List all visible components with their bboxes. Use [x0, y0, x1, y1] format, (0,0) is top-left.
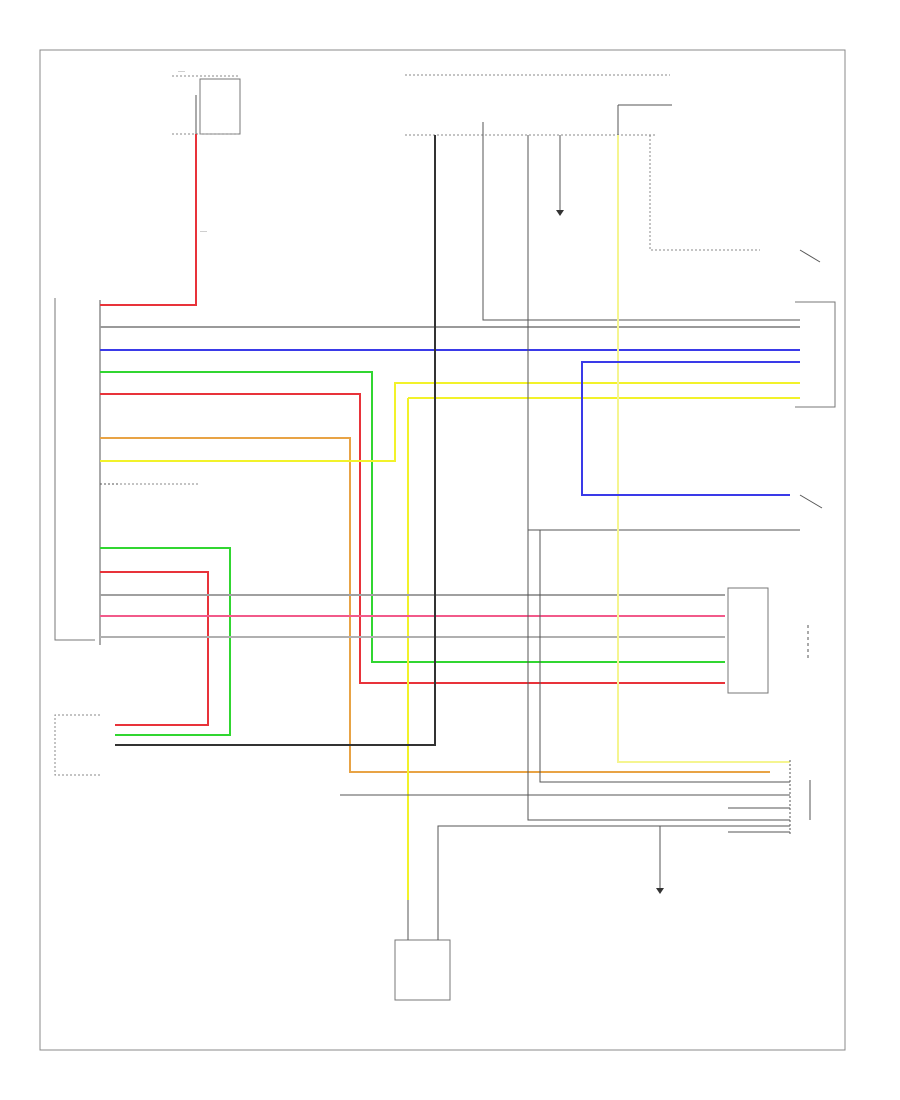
- wire-red-3: [100, 571, 209, 726]
- bottom-center-module: [394, 900, 451, 1001]
- wire-green-1: [100, 371, 725, 663]
- fuse-note-text: ——: [200, 229, 208, 233]
- wire-gray-vertical: [482, 135, 800, 821]
- bottom-right-connector: [340, 760, 811, 900]
- svg-text:——: ——: [178, 69, 186, 73]
- wire-red-power: [100, 134, 197, 306]
- fuse-top-right: [405, 74, 672, 136]
- diagram-border: [39, 49, 846, 1051]
- main-left-ecu: [54, 298, 101, 645]
- wire-yellow-vertical: [617, 135, 790, 763]
- fuse-top-left: ——: [172, 69, 241, 135]
- wire-red-2: [100, 393, 725, 684]
- wire-orange: [100, 437, 770, 773]
- right-middle-module: [727, 587, 809, 694]
- wire-black-vertical: [115, 135, 436, 746]
- right-switch: [649, 135, 823, 509]
- bottom-left-connector: [54, 714, 100, 776]
- ground-icon: [556, 135, 564, 216]
- right-upper-connector: [795, 301, 836, 408]
- wire-green-2: [100, 547, 231, 736]
- ground-icon: [656, 826, 664, 894]
- wire-yellow-1: [100, 382, 800, 462]
- wire-yellow-2: [407, 397, 800, 900]
- wire-blue-2: [581, 361, 800, 496]
